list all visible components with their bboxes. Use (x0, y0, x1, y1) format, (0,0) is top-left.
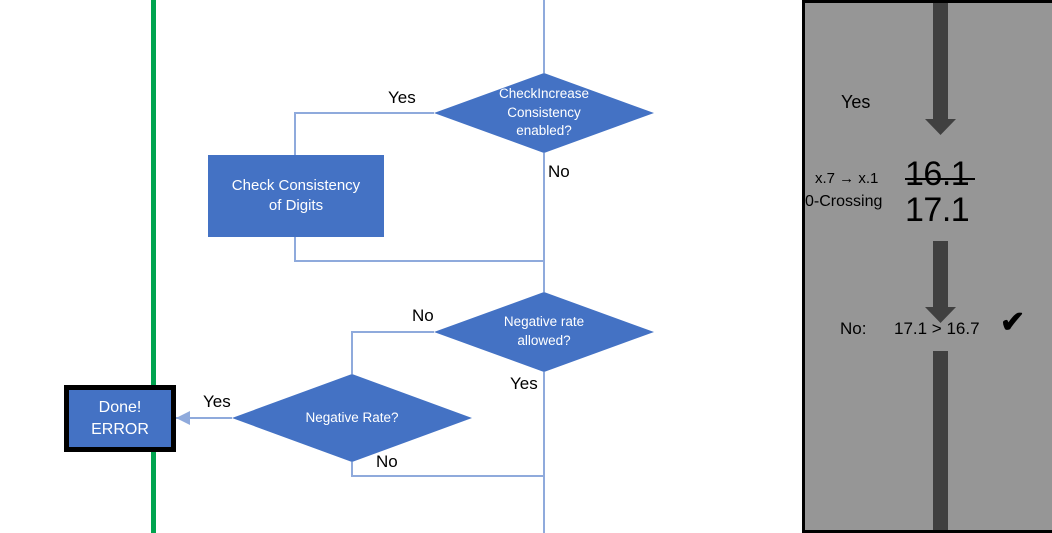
connector-check-increase-yes (294, 112, 434, 155)
panel-arrow-mid-head (925, 307, 956, 323)
panel-arrow-top-head (925, 119, 956, 135)
panel-value-struck: 16.1 (905, 155, 970, 193)
edge-label-negative-rate-yes: Yes (203, 392, 231, 411)
edge-label-negative-rate-allowed-yes: Yes (510, 374, 538, 393)
arrowhead-to-done-error (176, 411, 190, 425)
edge-label-negative-rate-no: No (376, 452, 398, 471)
panel-arrow-bottom-shaft (933, 351, 948, 530)
terminal-done-error[interactable]: Done! ERROR (64, 385, 176, 452)
connector-negrate-no (351, 462, 544, 477)
panel-rule-label: x.7 → x.1 (815, 170, 879, 187)
green-divider-line (151, 0, 156, 533)
process-check-consistency-of-digits[interactable]: Check Consistency of Digits (208, 155, 384, 237)
panel-arrow-layer (925, 3, 956, 530)
decision-negative-rate-allowed[interactable]: Negative rate allowed? (434, 292, 654, 372)
process-label-line-2: of Digits (268, 197, 324, 214)
decision-check-increase-consistency[interactable]: CheckIncrease Consistency enabled? (434, 73, 654, 153)
annotation-side-panel: Yes x.7 → x.1 0-Crossing 16.1 17.1 No: 1… (802, 0, 1052, 533)
panel-comparison-text: 17.1 > 16.7 (894, 319, 980, 338)
panel-yes-label: Yes (841, 92, 871, 112)
terminal-label-line-1: Done! (98, 398, 142, 416)
edge-label-negative-rate-allowed-no: No (412, 306, 434, 325)
panel-arrow-mid-shaft (933, 241, 948, 307)
panel-strikethrough-mark (905, 178, 975, 180)
panel-arrow-top-shaft (933, 3, 948, 119)
edge-label-check-increase-no: No (548, 162, 570, 181)
connector-consistency-return (294, 237, 544, 262)
process-label-line-1: Check Consistency (231, 176, 361, 194)
diamond-shape (434, 292, 654, 372)
terminal-label-line-2: ERROR (91, 420, 149, 438)
decision-negative-rate[interactable]: Negative Rate? (232, 374, 472, 462)
connector-negrate-allowed-no (351, 331, 434, 374)
diamond-shape (232, 374, 472, 462)
checkmark-icon: ✔ (1000, 306, 1026, 339)
diamond-shape (434, 73, 654, 153)
panel-no-label: No: (840, 319, 867, 338)
edge-label-check-increase-yes: Yes (388, 88, 416, 107)
panel-zero-crossing-label: 0-Crossing (805, 193, 883, 210)
panel-value-result: 17.1 (905, 191, 970, 229)
